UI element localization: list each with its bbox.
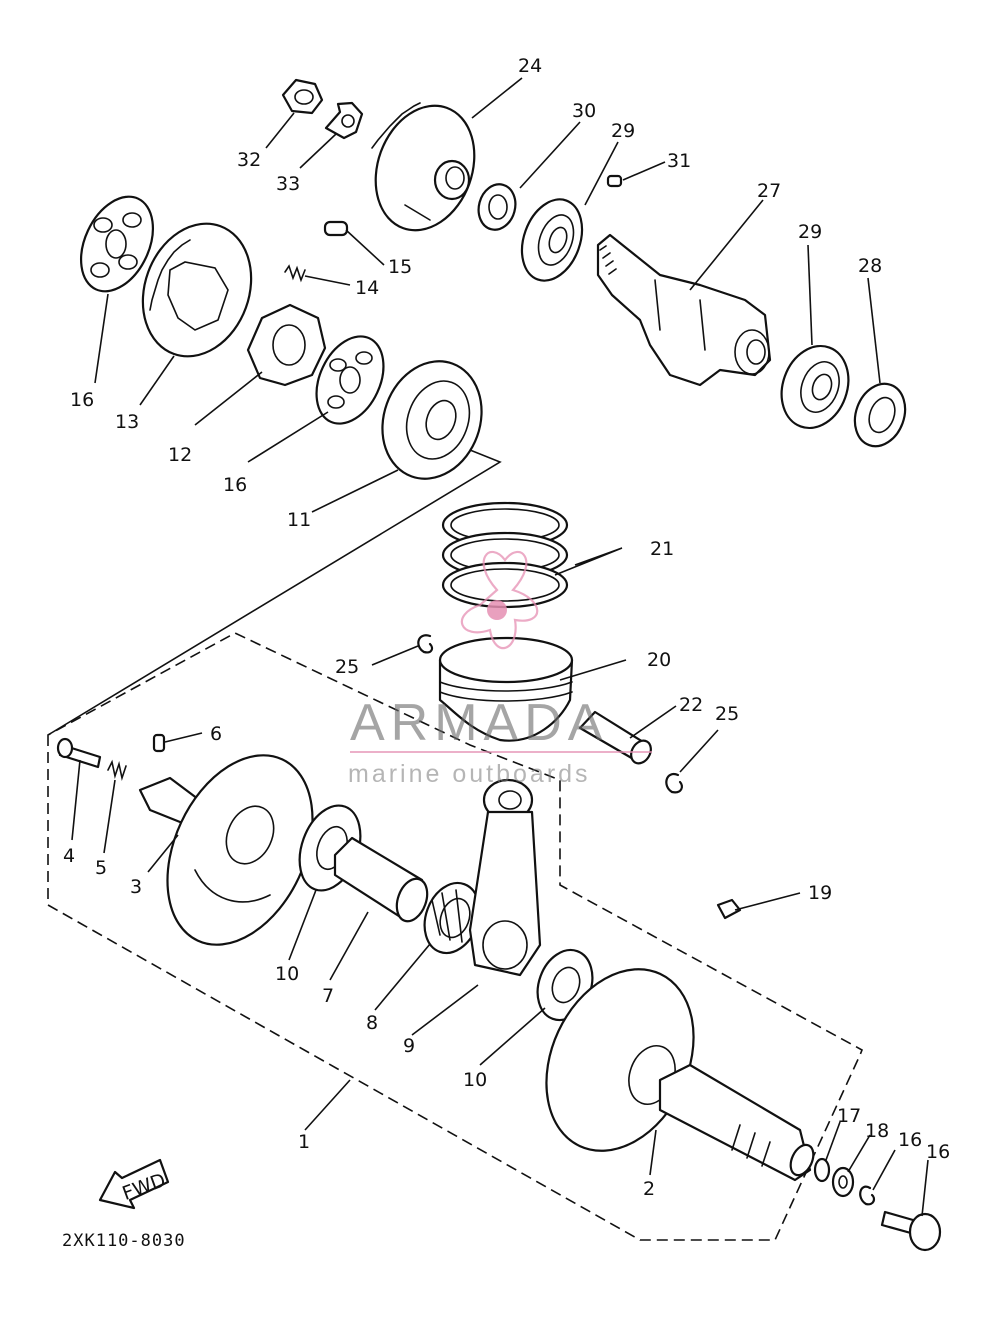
callout-21: 19 [808,882,832,904]
part-16-plate-lower [315,335,385,425]
part-26-gear [371,102,476,232]
callout-1: 1 [298,1131,310,1153]
part-27-balancer-shaft [596,233,772,387]
part-11-bearing [381,360,483,480]
callout-14: 15 [388,256,412,278]
callout-23: 21 [650,538,674,560]
part-21-key [716,898,742,920]
callout-25-lower: 25 [715,703,739,725]
callout-25-upper: 25 [335,656,359,678]
part-13-spring [284,264,306,283]
watermark-title: ARMADA [350,694,608,752]
part-17-bolt [880,1210,942,1252]
callout-15: 13 [115,411,139,433]
callout-20: 18 [865,1120,889,1142]
callout-24: 22 [679,694,703,716]
part-9-connecting-rod [468,778,542,977]
part-12-damper-hub [246,303,327,387]
part-5-spring [107,759,127,782]
callout-19: 17 [837,1105,861,1127]
callout-labels: 24 30 29 31 27 29 28 32 33 15 14 16 13 1… [63,55,950,1200]
part-7-crank-pin [333,836,429,923]
callout-11: 11 [287,509,311,531]
callout-7: 7 [322,985,334,1007]
part-23-piston-rings [441,501,569,609]
callout-12: 12 [168,444,192,466]
part-20-washer [831,1166,855,1198]
part-4-bolt [56,737,102,769]
callout-9: 9 [403,1035,415,1057]
callout-18: 16 [898,1129,922,1151]
propeller-logo [460,550,539,650]
callout-10-left: 10 [275,963,299,985]
callout-10-right: 10 [463,1069,487,1091]
callout-30: 30 [572,100,596,122]
callout-13: 14 [355,277,379,299]
callout-5: 5 [95,857,107,879]
part-6-pin [152,733,166,753]
watermark-subtitle: marine outboards [348,760,591,788]
callout-29-upper: 29 [611,120,635,142]
fwd-arrow: FWD [98,1158,170,1210]
callout-17: 16 [926,1141,950,1163]
part-18-lock-washer [859,1185,876,1206]
callout-16-lower: 16 [223,474,247,496]
part-16-plate-upper [80,195,154,293]
part-30-oil-seal [477,183,517,231]
callout-29-right: 29 [798,221,822,243]
watermark: ARMADA marine outboards [348,550,652,788]
part-25-clip-upper [417,634,434,654]
part-33-lock-washer [324,101,364,140]
callout-2: 2 [643,1178,655,1200]
callout-16-upper: 16 [70,389,94,411]
part-3-crank-left [138,754,314,946]
diagram-code: 2XK110-8030 [62,1231,186,1251]
part-14-pin [323,220,349,237]
callout-27: 27 [757,180,781,202]
fwd-label: FWD [119,1169,168,1205]
callout-3: 3 [130,876,142,898]
part-29-bearing-right [780,344,850,430]
part-24-piston-pin [578,710,652,765]
part-8-needle-bearing [423,881,481,955]
part-32-nut [281,78,324,115]
callout-33: 33 [276,173,300,195]
callout-32: 32 [237,149,261,171]
part-22-piston [438,636,574,742]
callout-22: 20 [647,649,671,671]
callout-26: 24 [518,55,542,77]
callout-8: 8 [366,1012,378,1034]
part-19-o-ring [813,1157,831,1183]
part-25-clip-lower [665,772,683,794]
callout-28: 28 [858,255,882,277]
callout-4: 4 [63,845,75,867]
leader-lines [71,77,929,1217]
part-15-gear [141,222,253,358]
part-2-crank-right [545,968,815,1182]
callout-31: 31 [667,150,691,172]
part-29-bearing-upper [520,198,584,282]
part-31-key [606,174,623,188]
part-28-oil-seal [853,382,907,448]
callout-6: 6 [210,723,222,745]
